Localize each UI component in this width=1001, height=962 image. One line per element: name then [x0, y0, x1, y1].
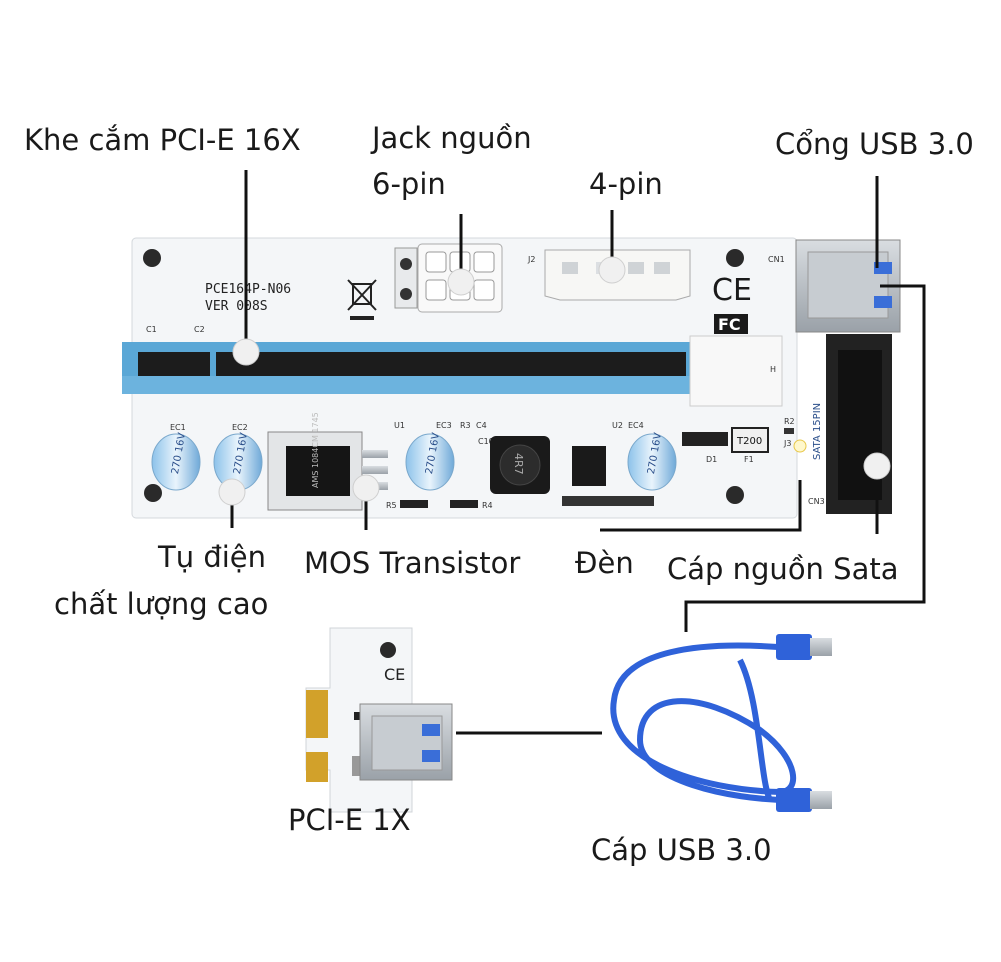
label-mos-transistor: MOS Transistor	[304, 546, 521, 580]
resistor-array	[562, 496, 654, 506]
svg-text:CN3: CN3	[808, 497, 825, 506]
svg-text:D1: D1	[706, 455, 717, 464]
pcie-16x-slot: H	[122, 335, 783, 407]
capacitor-ec3: 270 16V	[405, 432, 455, 491]
ic-chip	[572, 446, 606, 486]
fc-mark-icon: FC	[714, 314, 748, 334]
svg-text:C4: C4	[476, 421, 487, 430]
pcie-1x-adapter: CE	[305, 627, 453, 813]
usb-cable	[610, 634, 832, 812]
label-capacitor-line1: Tụ điện	[158, 540, 266, 574]
svg-text:R3: R3	[460, 421, 471, 430]
svg-text:F1: F1	[744, 455, 754, 464]
capacitor-ec1: 270 16V	[151, 432, 201, 491]
label-sata-power: Cáp nguồn Sata	[667, 552, 899, 586]
label-pcie16x-slot: Khe cắm PCI-E 16X	[24, 123, 301, 157]
label-usb-cable: Cáp USB 3.0	[591, 833, 772, 867]
leader-lines	[230, 170, 926, 735]
label-power-jack-line2: 6-pin	[372, 167, 446, 201]
pointer-dots	[218, 256, 891, 506]
capacitor-ec4: 270 16V	[627, 432, 677, 491]
svg-text:T200: T200	[736, 436, 762, 447]
svg-text:C2: C2	[194, 325, 205, 334]
riser-board: PCE164P-N06 VER 008S J2	[122, 237, 901, 519]
svg-text:H: H	[770, 365, 776, 374]
label-led: Đèn	[575, 546, 634, 580]
weee-bin-icon	[347, 279, 377, 320]
svg-text:U2: U2	[612, 421, 623, 430]
led-indicator	[793, 439, 807, 453]
capacitor-ec2: 270 16V	[213, 432, 263, 491]
svg-text:C10: C10	[478, 437, 494, 446]
label-pcie1x: PCI-E 1X	[288, 803, 411, 837]
svg-text:EC3: EC3	[436, 421, 452, 430]
svg-text:R2: R2	[784, 417, 795, 426]
mounting-holes	[143, 249, 744, 504]
label-power-jack-line1: Jack nguồn	[372, 121, 532, 155]
board-model-text: PCE164P-N06	[205, 282, 291, 297]
svg-text:EC1: EC1	[170, 423, 186, 432]
svg-text:J2: J2	[527, 255, 535, 264]
label-power-4pin: 4-pin	[589, 167, 663, 201]
svg-text:EC2: EC2	[232, 423, 248, 432]
ce-mark: CE	[712, 273, 752, 308]
sata-power-connector: SATA 15PIN CN3	[808, 334, 892, 514]
svg-text:CE: CE	[384, 665, 405, 684]
svg-text:J3: J3	[783, 439, 791, 448]
fuse: T200	[731, 427, 769, 453]
label-usb-port: Cổng USB 3.0	[775, 127, 974, 161]
svg-text:U1: U1	[394, 421, 405, 430]
svg-text:EC4: EC4	[628, 421, 644, 430]
svg-text:C1: C1	[146, 325, 157, 334]
svg-text:AMS 1084CM 1745: AMS 1084CM 1745	[311, 412, 320, 488]
mos-transistor: AMS 1084CM 1745	[267, 412, 388, 511]
svg-text:4R7: 4R7	[512, 453, 525, 475]
svg-text:FC: FC	[718, 315, 741, 334]
inductor: 4R7	[490, 436, 550, 494]
diode	[682, 432, 728, 446]
svg-text:SATA 15PIN: SATA 15PIN	[812, 403, 823, 460]
board-version-text: VER 008S	[205, 299, 268, 314]
label-capacitor-line2: chất lượng cao	[54, 587, 269, 621]
svg-text:CN1: CN1	[768, 255, 785, 264]
svg-text:R5: R5	[386, 501, 397, 510]
svg-text:R4: R4	[482, 501, 493, 510]
